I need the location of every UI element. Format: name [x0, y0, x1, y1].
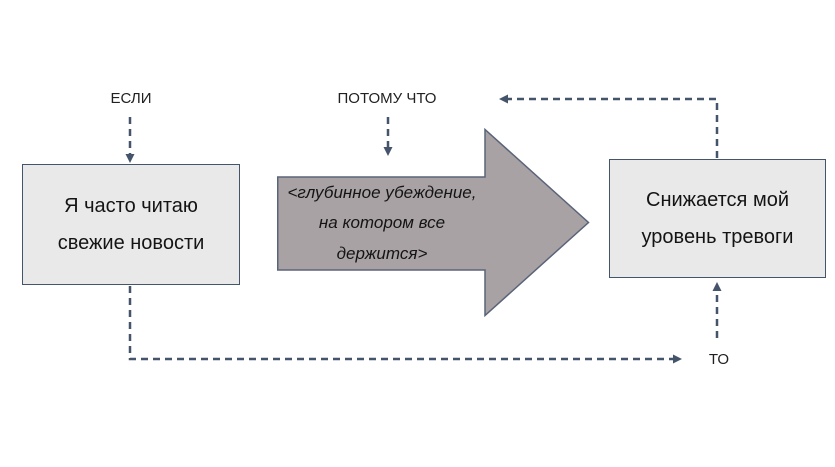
- if-connector-arrow: [125, 117, 135, 163]
- outcome-box-text: Снижается мой уровень тревоги: [641, 188, 794, 248]
- then-up-connector-arrow: [712, 282, 722, 338]
- if-label: ЕСЛИ: [110, 90, 152, 107]
- situation-box: Я часто читаю свежие новости: [22, 164, 240, 285]
- situation-box-text: Я часто читаю свежие новости: [57, 194, 205, 254]
- belief-arrow-shape: [277, 128, 590, 317]
- outcome-box: Снижается мой уровень тревоги: [609, 159, 826, 278]
- because-label: ПОТОМУ ЧТО: [337, 90, 437, 107]
- then-label: ТО: [708, 351, 730, 368]
- belief-arrow-text: <глубинное убеждение, на котором все дер…: [287, 182, 477, 263]
